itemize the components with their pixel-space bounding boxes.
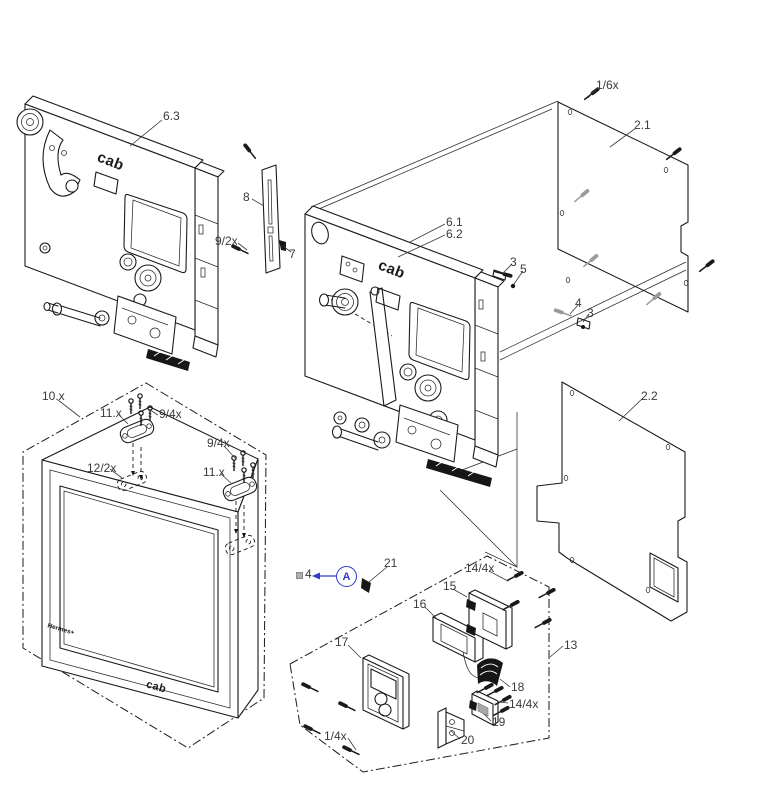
print-unit-6-1: [305, 206, 504, 487]
chassis-alignment-lines: [305, 101, 686, 567]
view-a-arrow: [312, 572, 336, 580]
callout-4-a: 4: [575, 296, 582, 310]
callout-6-1: 6.1: [446, 215, 463, 229]
callout-6-2: 6.2: [446, 227, 463, 241]
callout-3-a: 3: [510, 255, 517, 269]
callout-17: 17: [335, 635, 349, 649]
callout-14-4x-a: 14/4x: [465, 561, 495, 575]
callout-ref-4: 4: [305, 567, 312, 581]
callout-11-x-a: 11.x: [100, 406, 122, 420]
module-box-13-outline: [290, 556, 549, 772]
clamp-parts-4-3: [553, 308, 590, 329]
callout-19: 19: [492, 715, 506, 729]
callout-9-4x-a: 9/4x: [159, 407, 182, 421]
callout-12-2x: 12/2x: [87, 461, 117, 475]
side-panel-2-2: [537, 382, 687, 621]
callout-7: 7: [289, 247, 296, 261]
callout-1-6x: 1/6x: [596, 78, 619, 92]
callout-5: 5: [520, 262, 527, 276]
callout-1-4x: 1/4x: [324, 729, 347, 743]
clip-7: [279, 240, 286, 251]
callout-2-1: 2.1: [634, 118, 651, 132]
leader-lines: [58, 88, 643, 750]
callout-8: 8: [243, 190, 250, 204]
clip-21: [361, 578, 371, 593]
callout-6-3: 6.3: [163, 109, 180, 123]
io-module-parts: [301, 570, 556, 757]
callout-13: 13: [564, 638, 578, 652]
callout-14-4x-b: 14/4x: [509, 697, 539, 711]
callout-10-x: 10.x: [42, 389, 65, 403]
rear-panel-2-1: [558, 102, 688, 312]
callout-20: 20: [461, 733, 475, 747]
print-unit-6-3: [17, 96, 224, 371]
callout-16: 16: [413, 597, 427, 611]
mounting-brackets-11x: [116, 393, 259, 556]
cover-10x-outline: [23, 383, 266, 748]
callout-21: 21: [384, 556, 398, 570]
callout-9-4x-b: 9/4x: [207, 436, 230, 450]
clamp-parts-3-5: [493, 270, 516, 289]
callout-2-2: 2.2: [641, 389, 658, 403]
display-unit: [42, 407, 258, 718]
callout-11-x-b: 11.x: [203, 465, 225, 479]
ref-square-icon: [296, 572, 303, 579]
mounting-plate-8: [231, 143, 286, 273]
view-a-marker: A: [336, 566, 357, 587]
callout-18: 18: [511, 680, 525, 694]
callout-9-2x: 9/2x: [215, 234, 238, 248]
callout-3-b: 3: [587, 306, 594, 320]
callout-15: 15: [443, 579, 457, 593]
